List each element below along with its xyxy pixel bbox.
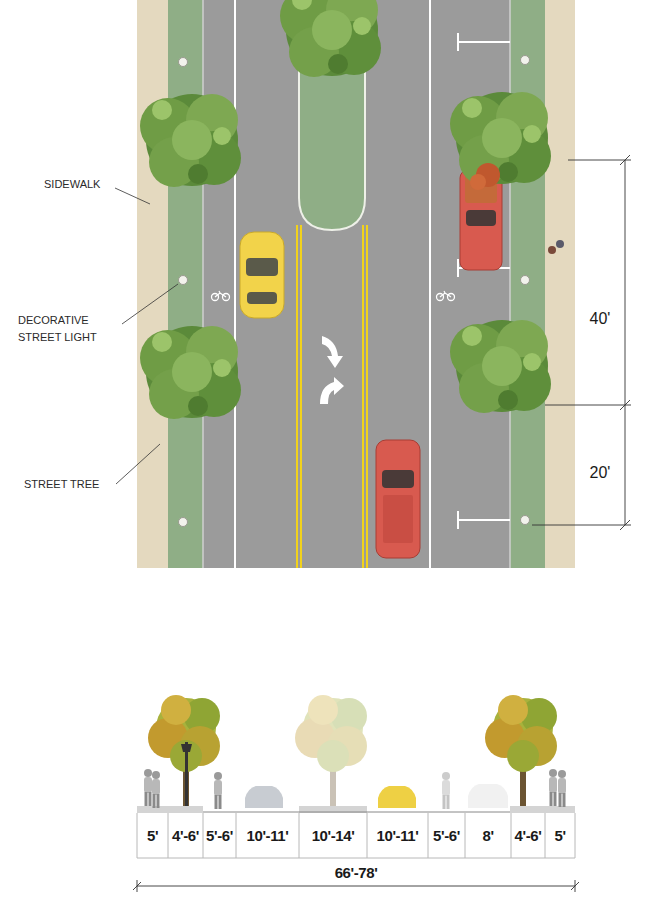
dimension-label: 5'	[147, 827, 158, 844]
dimension-label: 4'-6'	[172, 827, 199, 844]
callout-label: SIDEWALK	[44, 178, 100, 191]
dimension-label: 10'-14'	[312, 827, 355, 844]
dimension-label: 66'-78'	[335, 864, 378, 881]
callout-label: DECORATIVE STREET LIGHT	[18, 312, 122, 346]
dimension-label: 10'-11'	[377, 827, 419, 844]
callout-label: STREET TREE	[24, 478, 99, 491]
dimension-label: 5'	[554, 827, 565, 844]
dimension-label: 10'-11'	[247, 827, 289, 844]
dimension-label: 4'-6'	[515, 827, 542, 844]
dimension-label: 8'	[482, 827, 493, 844]
dimension-label: 5'-6'	[206, 827, 233, 844]
dimension-label: 5'-6'	[433, 827, 460, 844]
dimension-label: 20'	[588, 464, 613, 482]
dimension-label: 40'	[588, 310, 613, 328]
